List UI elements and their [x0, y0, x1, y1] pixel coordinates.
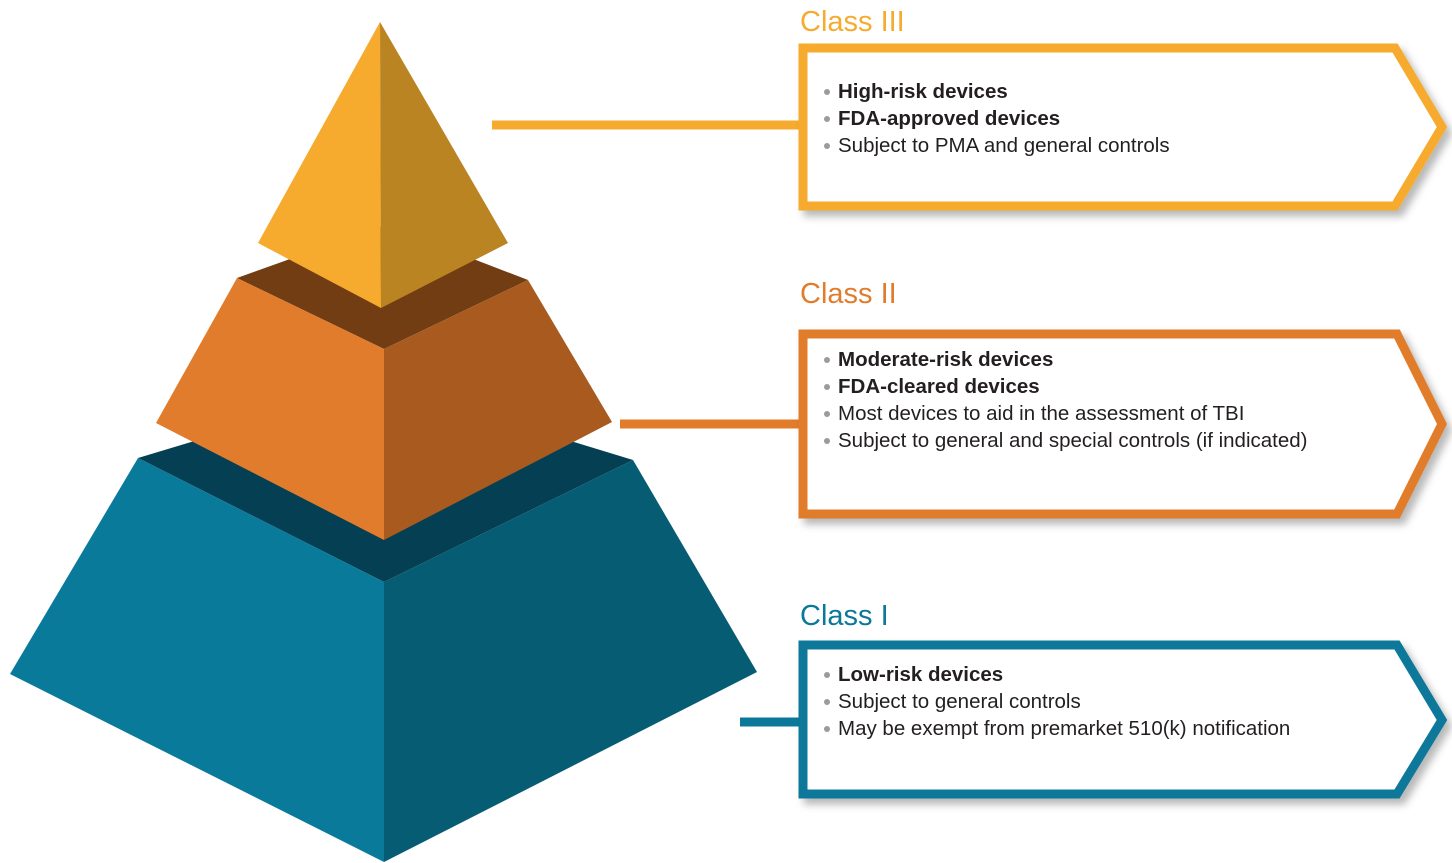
callout-frame-class3 [798, 43, 1448, 211]
class2-bullet: Most devices to aid in the assessment of… [820, 400, 1386, 427]
class3-bullet-list: High-risk devices FDA-approved devices S… [820, 78, 1380, 159]
class1-bullet: Subject to general controls [820, 688, 1360, 715]
class2-bullet-list: Moderate-risk devices FDA-cleared device… [820, 346, 1386, 454]
class3-bullet: Subject to PMA and general controls [820, 132, 1380, 159]
class2-title: Class II [800, 278, 897, 310]
class1-bullet-list: Low-risk devices Subject to general cont… [820, 661, 1360, 742]
class3-title: Class III [800, 6, 905, 38]
callout-frame-class1 [798, 640, 1448, 799]
class2-callout: Moderate-risk devices FDA-cleared device… [820, 346, 1386, 454]
pyramid-tier-class3 [258, 22, 508, 308]
class3-bullet: High-risk devices [820, 78, 1380, 105]
class1-callout: Low-risk devices Subject to general cont… [820, 661, 1360, 742]
class3-callout: High-risk devices FDA-approved devices S… [820, 78, 1380, 159]
class3-bullet: FDA-approved devices [820, 105, 1380, 132]
class2-bullet: Subject to general and special controls … [820, 427, 1308, 454]
class1-title: Class I [800, 600, 889, 632]
class1-bullet: Low-risk devices [820, 661, 1360, 688]
class1-bullet: May be exempt from premarket 510(k) noti… [820, 715, 1308, 742]
callout-frame-class2 [798, 329, 1448, 519]
class2-bullet: FDA-cleared devices [820, 373, 1386, 400]
class2-bullet: Moderate-risk devices [820, 346, 1386, 373]
